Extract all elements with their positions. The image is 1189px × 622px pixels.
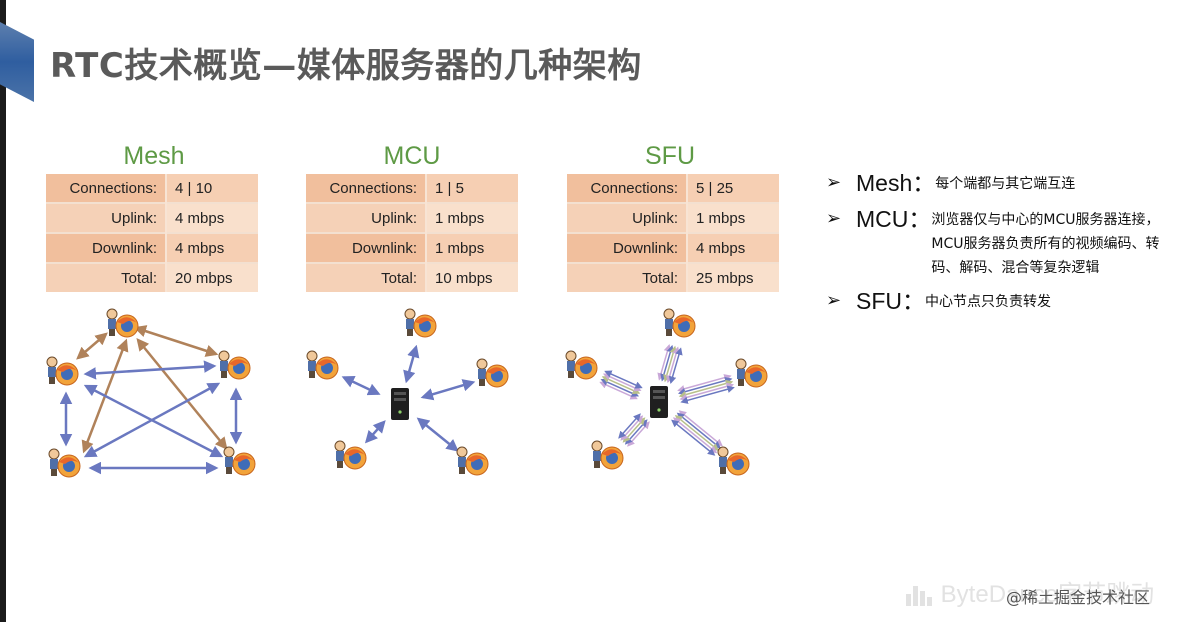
sfu-total-value: 25 mbps (686, 262, 779, 292)
mesh-total-label: Total: (46, 262, 166, 292)
connection-arrow (602, 373, 642, 392)
connection-arrow (604, 370, 643, 389)
sfu-total-label: Total: (567, 262, 687, 292)
mcu-title: MCU (383, 142, 441, 170)
mcu-connections-value: 1 | 5 (425, 174, 518, 203)
connection-arrow (601, 376, 641, 394)
connection-arrow (76, 332, 108, 360)
mcu-stats-table: Connections:1 | 5 Uplink:1 mbps Downlink… (306, 174, 518, 292)
sfu-uplink-label: Uplink: (567, 202, 687, 233)
browser-user-icon (218, 350, 251, 380)
mesh-stats-table: Connections:4 | 10 Uplink:4 mbps Downlin… (46, 174, 258, 292)
mesh-uplink-label: Uplink: (46, 202, 166, 233)
mcu-uplink-value: 1 mbps (425, 202, 518, 233)
server-icon (650, 386, 668, 418)
connection-arrow (671, 419, 716, 456)
browser-user-icon (663, 308, 696, 338)
bytedance-watermark: ByteDance字节跳动 (906, 574, 1154, 609)
browser-user-icon (565, 350, 598, 380)
browser-user-icon (306, 350, 339, 380)
browser-user-icon (456, 446, 489, 476)
bullet-mcu-desc: 浏览器仅与中心的MCU服务器连接，MCU服务器负责所有的视频编码、转码、解码、混… (931, 212, 1160, 276)
mesh-uplink-value: 4 mbps (165, 202, 258, 233)
sfu-topology-diagram (565, 308, 768, 476)
connection-arrow (83, 382, 221, 458)
bullet-mcu: ➢ MCU： 浏览器仅与中心的MCU服务器连接，MCU服务器负责所有的视频编码、… (826, 204, 1186, 280)
mesh-downlink-value: 4 mbps (165, 232, 258, 263)
watermark-text: ByteDance字节跳动 (940, 581, 1155, 608)
mesh-total-value: 20 mbps (165, 262, 258, 292)
mesh-title: Mesh (123, 142, 185, 170)
connection-arrow (618, 413, 641, 439)
browser-user-icon (46, 356, 79, 386)
slide-title: RTC技术概览—媒体服务器的几种架构 (50, 46, 642, 86)
arrow-bullet-icon: ➢ (826, 172, 842, 193)
source-credit: @稀土掘金技术社区 (1006, 588, 1151, 607)
sfu-stats-table: Connections:5 | 25 Uplink:1 mbps Downlin… (567, 174, 779, 292)
browser-user-icon (476, 358, 509, 388)
browser-user-icon (223, 446, 256, 476)
browser-user-icon (404, 308, 437, 338)
connection-arrow (341, 376, 381, 396)
browser-user-icon (735, 358, 768, 388)
bullet-mesh-term: Mesh： (856, 170, 936, 196)
mcu-total-value: 10 mbps (425, 262, 518, 292)
mesh-connections-value: 4 | 10 (165, 174, 258, 203)
connection-arrow (136, 338, 228, 450)
connection-arrow (680, 385, 735, 404)
mcu-topology-diagram (306, 308, 509, 476)
bullet-mesh-desc: 每个端都与其它端互连 (935, 176, 1076, 192)
mcu-uplink-label: Uplink: (306, 202, 426, 233)
browser-user-icon (591, 440, 624, 470)
connection-arrow (600, 378, 640, 397)
mesh-downlink-label: Downlink: (46, 232, 166, 263)
bullet-mcu-term: MCU： (856, 206, 932, 232)
connection-arrow (678, 379, 734, 399)
mcu-downlink-value: 1 mbps (425, 232, 518, 263)
mcu-downlink-label: Downlink: (306, 232, 426, 263)
connection-arrow (416, 417, 459, 452)
connection-arrow (403, 344, 420, 384)
connection-arrow (83, 360, 217, 380)
sfu-title: SFU (645, 142, 695, 170)
mcu-total-label: Total: (306, 262, 426, 292)
browser-user-icon (717, 446, 750, 476)
connection-arrow (599, 381, 638, 400)
mesh-topology-diagram (46, 308, 256, 478)
bullet-list: ➢ Mesh： 每个端都与其它端互连 ➢ MCU： 浏览器仅与中心的MCU服务器… (826, 168, 1186, 322)
bullet-sfu: ➢ SFU： 中心节点只负责转发 (826, 286, 1186, 316)
connection-arrow (668, 347, 683, 384)
bytedance-logo-icon (906, 585, 934, 606)
browser-user-icon (334, 440, 367, 470)
sfu-downlink-value: 4 mbps (686, 232, 779, 263)
sfu-connections-label: Connections: (567, 174, 687, 203)
connection-arrow (364, 420, 386, 444)
mcu-connections-label: Connections: (306, 174, 426, 203)
arrow-bullet-icon: ➢ (826, 208, 842, 229)
bullet-mesh: ➢ Mesh： 每个端都与其它端互连 (826, 168, 1186, 198)
sfu-uplink-value: 1 mbps (686, 202, 779, 233)
connection-arrow (420, 379, 476, 401)
connection-arrow (674, 414, 720, 452)
sfu-downlink-label: Downlink: (567, 232, 687, 263)
arrow-bullet-icon: ➢ (826, 290, 842, 311)
slide-edge (0, 0, 6, 622)
bullet-sfu-desc: 中心节点只负责转发 (925, 294, 1051, 310)
sfu-connections-value: 5 | 25 (686, 174, 779, 203)
browser-user-icon (48, 448, 81, 478)
server-icon (391, 388, 409, 420)
browser-user-icon (106, 308, 139, 338)
connection-arrow (133, 325, 219, 357)
mesh-connections-label: Connections: (46, 174, 166, 203)
bullet-sfu-term: SFU： (856, 288, 925, 314)
